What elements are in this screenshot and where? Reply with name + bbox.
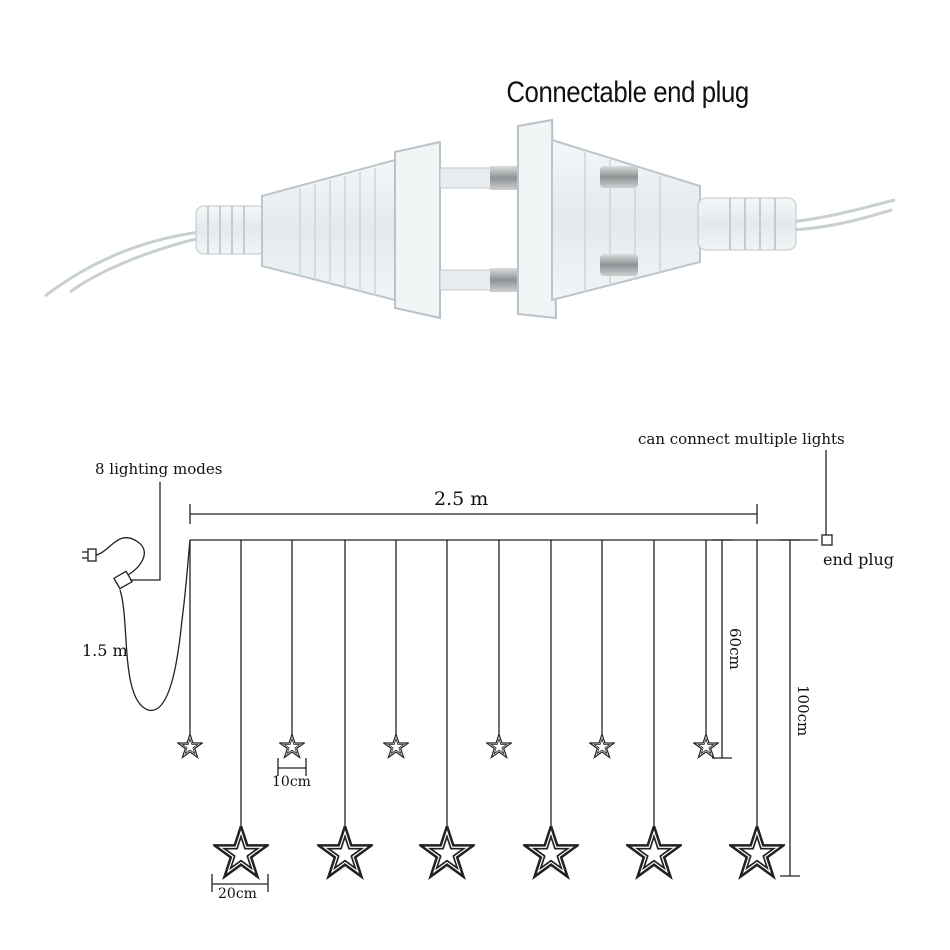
label-lighting-modes: 8 lighting modes — [95, 460, 222, 478]
label-end-plug: end plug — [823, 550, 894, 569]
label-connect: can connect multiple lights — [638, 430, 845, 448]
label-cable: 1.5 m — [82, 641, 128, 660]
large-stars — [213, 826, 785, 878]
small-stars — [177, 734, 719, 759]
label-long-drop: 100cm — [794, 685, 812, 736]
left-cable — [44, 230, 201, 298]
label-small-star: 10cm — [272, 774, 311, 790]
plug-photo — [44, 118, 896, 320]
photo-caption: Connectable end plug — [506, 76, 749, 109]
left-plug — [195, 140, 521, 320]
right-plug — [517, 118, 797, 320]
right-cable — [789, 198, 896, 232]
label-large-star: 20cm — [218, 886, 257, 902]
label-short-drop: 60cm — [726, 628, 744, 670]
label-width: 2.5 m — [434, 488, 488, 510]
